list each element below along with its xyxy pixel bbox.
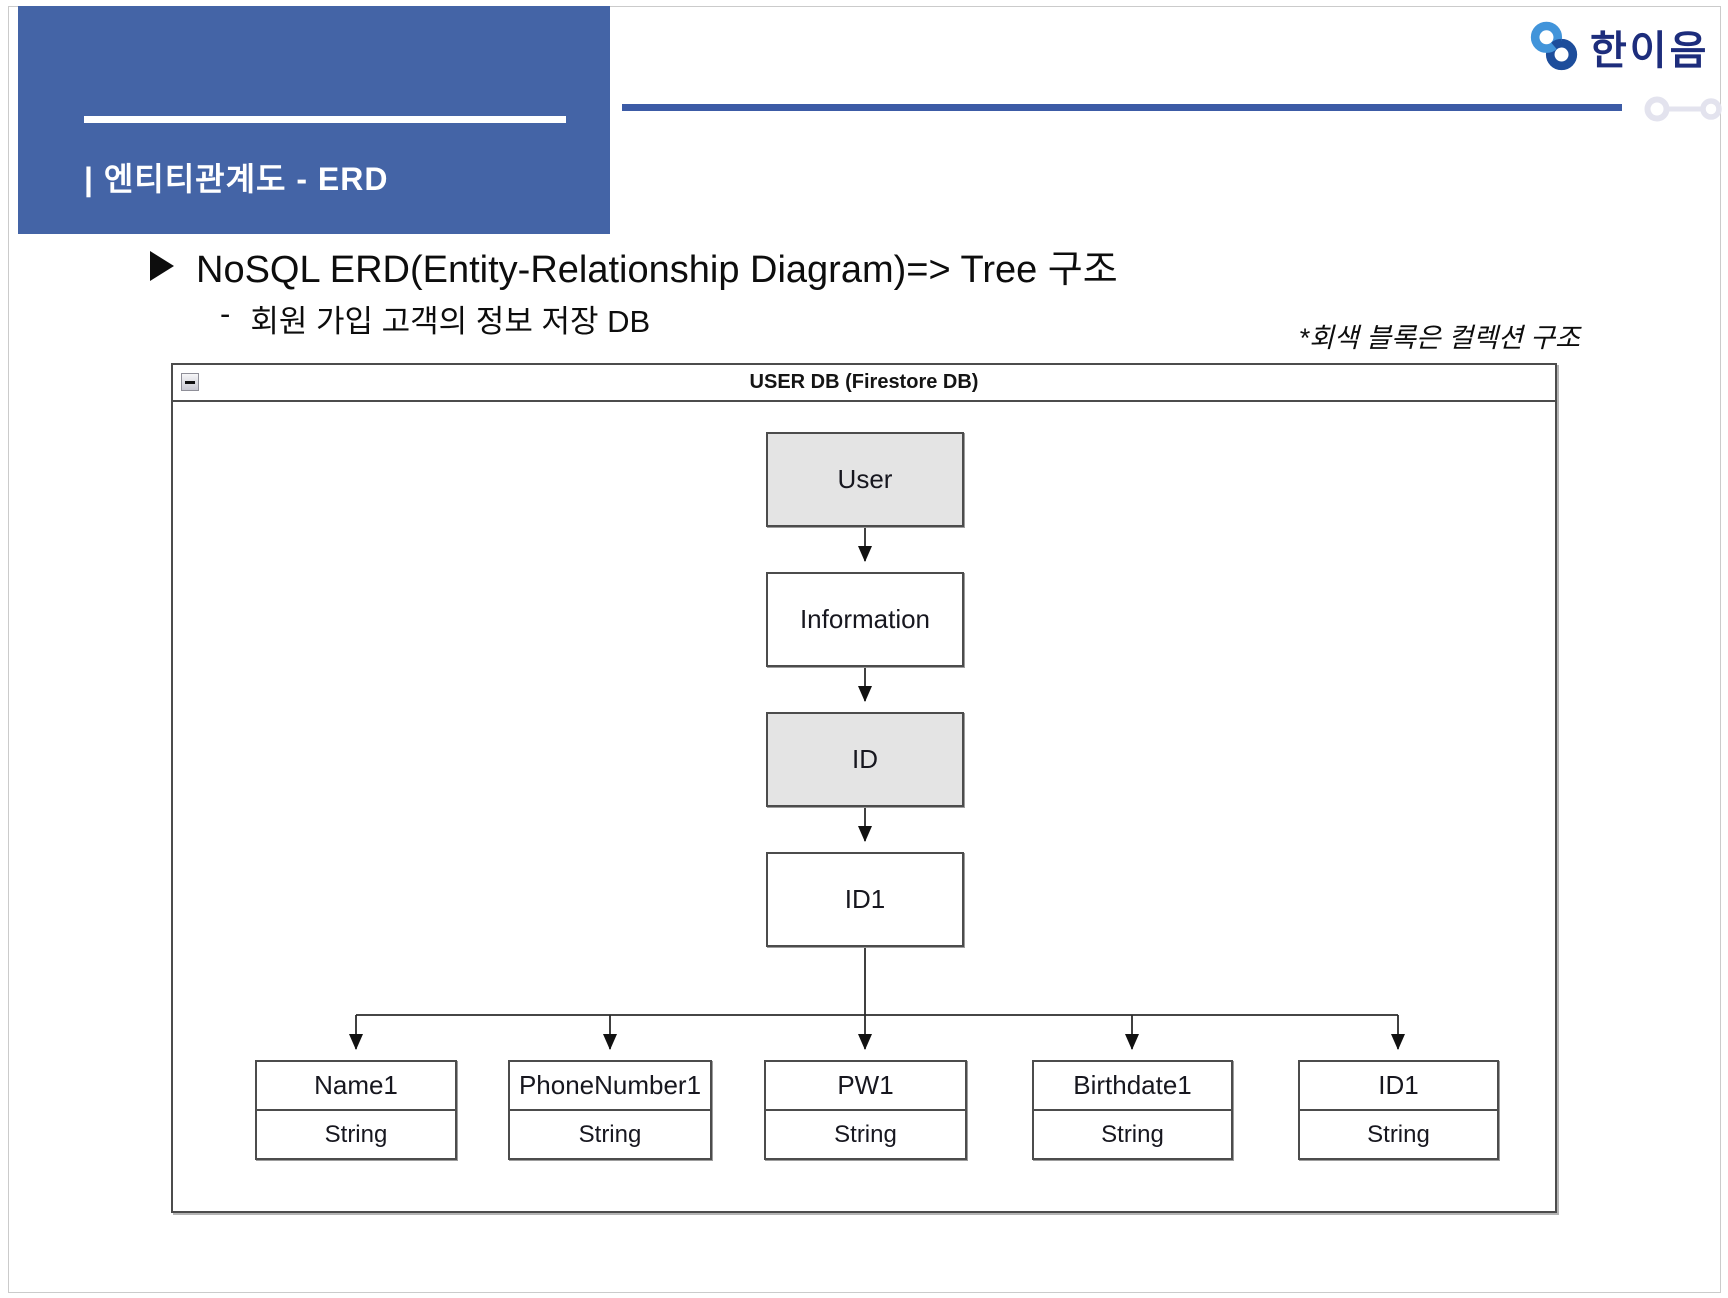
- field-type: String: [834, 1120, 897, 1148]
- node-information: Information: [766, 572, 964, 667]
- collapse-icon[interactable]: [181, 373, 199, 391]
- node-pw1-field: PW1 String: [764, 1060, 967, 1160]
- node-id1-field: ID1 String: [1298, 1060, 1499, 1160]
- field-name: PhoneNumber1: [510, 1062, 710, 1111]
- field-type: String: [324, 1120, 388, 1148]
- header-rule: [622, 104, 1622, 111]
- field-name: ID1: [1300, 1062, 1497, 1111]
- node-label: User: [837, 464, 893, 494]
- erd-panel-header: USER DB (Firestore DB): [173, 365, 1555, 402]
- logo-text: 한이음: [1590, 29, 1710, 73]
- node-id: ID: [766, 712, 964, 807]
- logo-chain-icon: [1530, 21, 1578, 71]
- node-id1: ID1: [766, 852, 964, 947]
- sub-bullet-dash: -: [220, 296, 231, 331]
- field-type: String: [1101, 1120, 1164, 1148]
- logo: 한이음: [1526, 18, 1709, 76]
- node-phonenumber1-field: PhoneNumber1 String: [508, 1060, 712, 1160]
- bullet-triangle-icon: [150, 250, 174, 281]
- diagram-title: USER DB (Firestore DB): [749, 371, 979, 393]
- main-bullet-text: NoSQL ERD(Entity-Relationship Diagram)=>…: [196, 249, 1118, 291]
- minus-glyph: [185, 380, 195, 384]
- node-name1-field: Name1 String: [255, 1060, 457, 1160]
- gray-block-note: *회색 블록은 컬렉션 구조: [1298, 323, 1580, 353]
- node-label: ID1: [844, 884, 886, 914]
- slide-border: [8, 6, 1721, 1293]
- node-birthdate1-field: Birthdate1 String: [1032, 1060, 1233, 1160]
- title-banner: | 엔티티관계도 - ERD: [18, 6, 610, 234]
- sub-bullet: - 회원 가입 고객의 정보 저장 DB: [220, 296, 650, 341]
- node-user: User: [766, 432, 964, 527]
- sub-bullet-text: 회원 가입 고객의 정보 저장 DB: [250, 304, 651, 339]
- field-name: Name1: [257, 1062, 455, 1111]
- field-type: String: [578, 1120, 642, 1148]
- node-label: ID: [852, 744, 878, 774]
- field-type: String: [1367, 1120, 1430, 1148]
- field-name: Birthdate1: [1034, 1062, 1231, 1111]
- field-name: PW1: [766, 1062, 965, 1111]
- title-underline: [84, 116, 566, 123]
- page-title: | 엔티티관계도 - ERD: [84, 161, 389, 197]
- node-label: Information: [799, 604, 931, 634]
- main-bullet: NoSQL ERD(Entity-Relationship Diagram)=>…: [150, 238, 1118, 293]
- link-nodes-icon: [1644, 96, 1722, 122]
